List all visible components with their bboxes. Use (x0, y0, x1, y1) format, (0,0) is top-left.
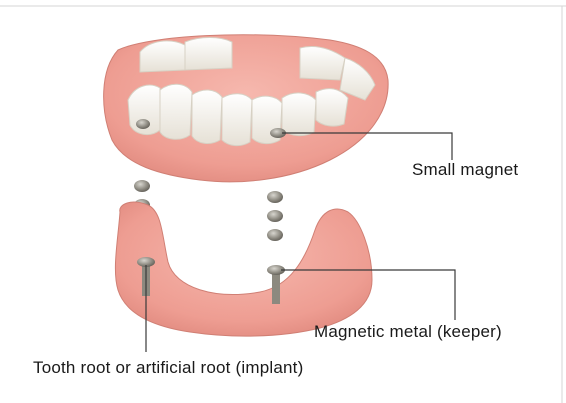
label-implant: Tooth root or artificial root (implant) (33, 358, 303, 378)
label-small-magnet: Small magnet (412, 160, 518, 180)
upper-denture (104, 35, 388, 182)
lower-gum (115, 202, 372, 336)
upper-magnet-left (136, 119, 150, 129)
implant-post-right (272, 270, 280, 304)
label-magnetic-keeper: Magnetic metal (keeper) (314, 322, 502, 342)
